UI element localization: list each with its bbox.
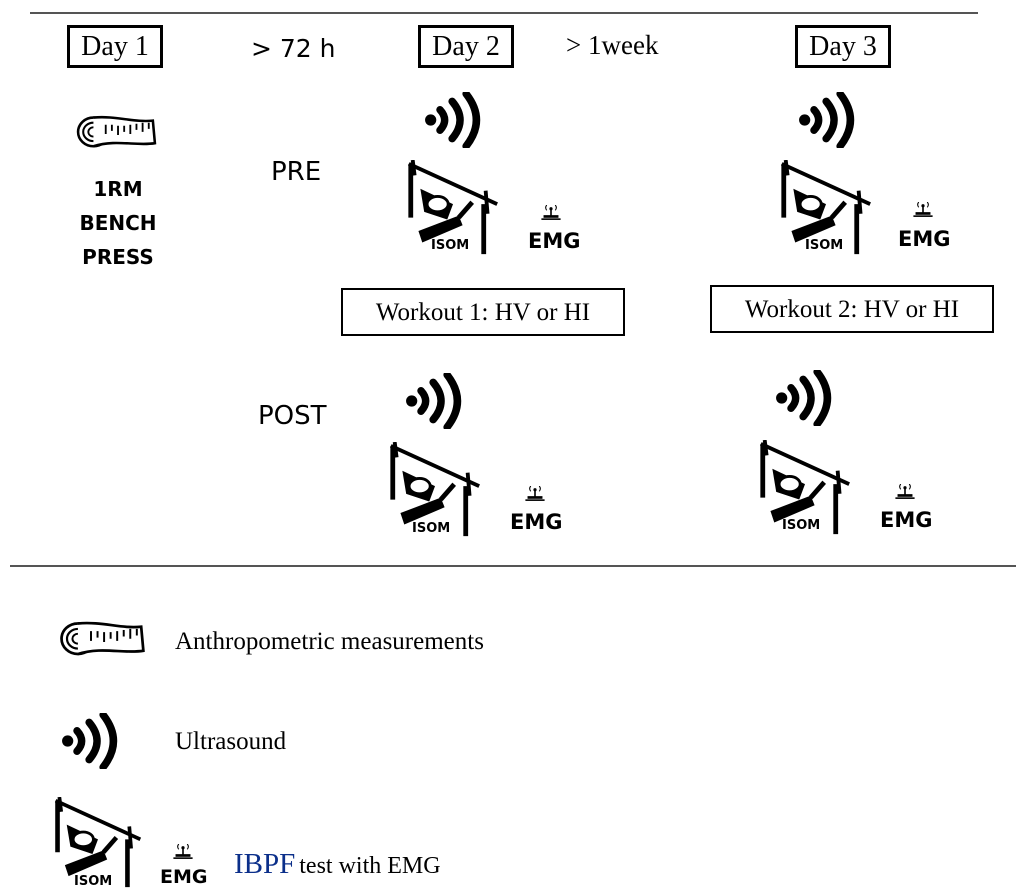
top-rule [30, 12, 978, 14]
emg-label: EMG [510, 510, 563, 534]
legend-ibpf-text: test with EMG [299, 853, 441, 879]
emg-sensor-icon [912, 202, 934, 218]
day1-test-line-3: PRESS [82, 245, 154, 269]
emg-label: EMG [160, 866, 208, 888]
divider-rule [10, 565, 1016, 567]
emg-label: EMG [898, 227, 951, 251]
emg-sensor-icon [540, 205, 562, 221]
emg-sensor-icon [524, 486, 546, 502]
phase-pre-label: PRE [271, 157, 322, 187]
workout-1-box: Workout 1: HV or HI [341, 288, 625, 336]
day1-test-line-1: 1RM [93, 177, 143, 201]
workout-2-box: Workout 2: HV or HI [710, 285, 994, 333]
workout-1-label: Workout 1: HV or HI [375, 298, 591, 326]
isom-label: ISOM [431, 238, 470, 253]
emg-sensor-icon [894, 484, 916, 500]
legend-ultrasound: Ultrasound [175, 728, 287, 755]
day1-test-label: 1RM BENCH PRESS [38, 172, 198, 274]
legend-anthropometric: Anthropometric measurements [175, 628, 484, 655]
ultrasound-icon [402, 373, 468, 429]
day-3-box: Day 3 [795, 25, 891, 68]
interval-1week: > 1week [566, 30, 659, 60]
day-2-box: Day 2 [418, 25, 514, 68]
ultrasound-icon [421, 92, 487, 148]
day-2-label: Day 2 [432, 30, 500, 62]
tape-measure-icon [54, 618, 152, 666]
isom-label: ISOM [782, 518, 821, 533]
workout-2-label: Workout 2: HV or HI [744, 295, 960, 323]
legend-ibpf: IBPF test with EMG [234, 848, 441, 881]
tape-measure-icon [75, 112, 159, 158]
interval-72h: > 72 h [251, 34, 336, 63]
phase-post-label: POST [258, 401, 327, 431]
emg-sensor-icon [172, 844, 194, 860]
day-1-box: Day 1 [67, 25, 163, 68]
day-1-label: Day 1 [81, 30, 149, 62]
day-3-label: Day 3 [809, 30, 877, 62]
day1-test-line-2: BENCH [79, 211, 157, 235]
emg-label: EMG [880, 508, 933, 532]
ultrasound-icon [795, 92, 861, 148]
isom-label: ISOM [412, 521, 451, 536]
emg-label: EMG [528, 229, 581, 253]
ultrasound-icon [772, 370, 838, 426]
isom-label: ISOM [805, 238, 844, 253]
legend-ibpf-abbr: IBPF [234, 848, 296, 880]
ultrasound-icon [58, 713, 124, 769]
isom-label: ISOM [74, 874, 113, 889]
